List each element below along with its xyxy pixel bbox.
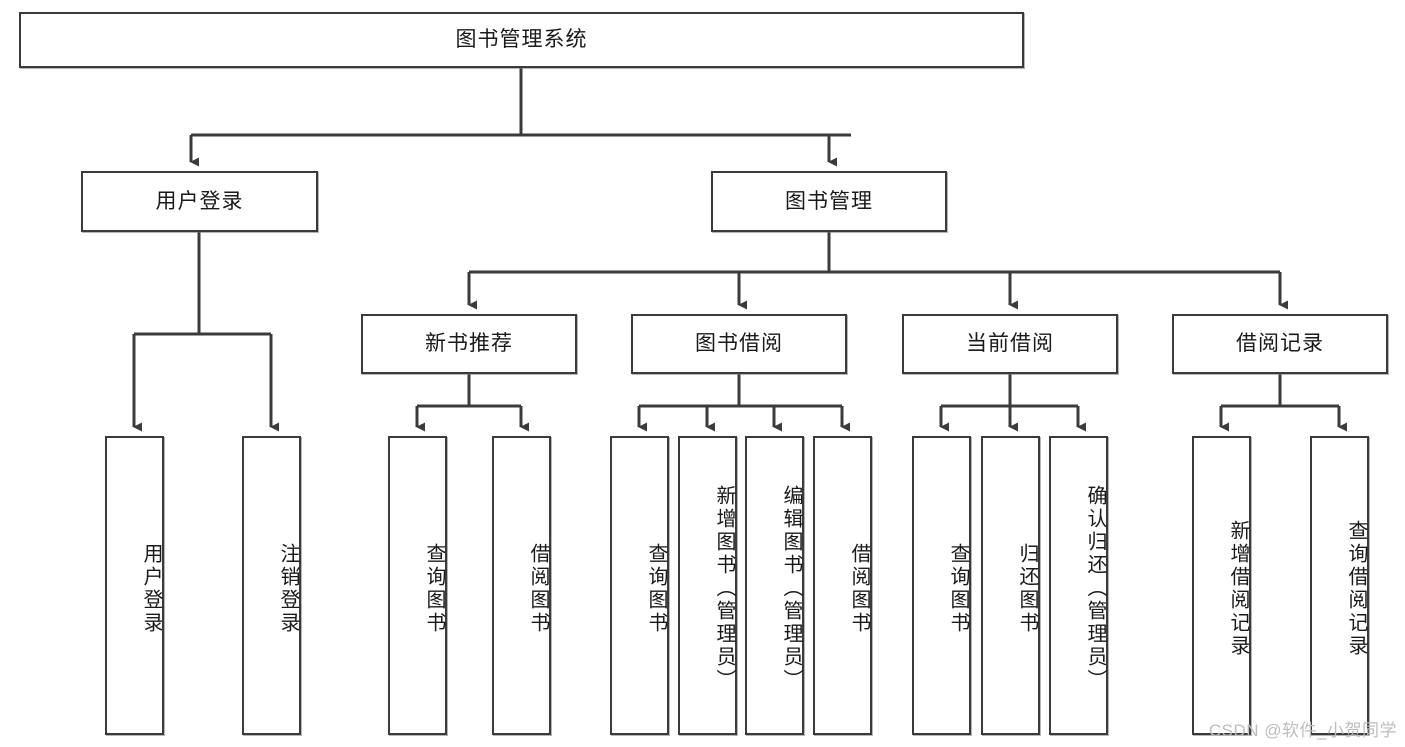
node-label: 编辑图书（管理员）	[780, 485, 802, 692]
node-current-borrow[interactable]: 当前借阅	[902, 314, 1118, 374]
node-label: 查询图书	[947, 542, 969, 635]
node-label: 查询图书	[423, 542, 445, 635]
node-label: 图书管理系统	[455, 28, 588, 52]
node-user-login[interactable]: 用户登录	[81, 171, 318, 232]
node-book-borrow[interactable]: 图书借阅	[631, 314, 847, 374]
leaf-user-login-login[interactable]: 用户登录	[105, 436, 164, 735]
leaf-new-book-query-book[interactable]: 查询图书	[388, 436, 447, 735]
leaf-borrow-record-query-record[interactable]: 查询借阅记录	[1310, 436, 1369, 735]
node-label: 用户登录	[155, 189, 244, 213]
watermark-text: CSDN @软件_小贺同学	[1208, 721, 1397, 740]
leaf-new-book-borrow-book[interactable]: 借阅图书	[492, 436, 551, 735]
node-label: 新增借阅记录	[1227, 519, 1249, 658]
leaf-book-borrow-edit-book-admin[interactable]: 编辑图书（管理员）	[745, 436, 804, 735]
node-label: 归还图书	[1016, 542, 1038, 635]
node-book-management[interactable]: 图书管理	[711, 171, 947, 232]
node-label: 图书借阅	[695, 332, 783, 356]
node-new-book-recommend[interactable]: 新书推荐	[361, 314, 577, 374]
node-label: 借阅记录	[1236, 332, 1324, 356]
node-label: 当前借阅	[966, 332, 1054, 356]
node-borrow-record[interactable]: 借阅记录	[1172, 314, 1388, 374]
node-label: 新书推荐	[425, 332, 513, 356]
node-root-book-management-system[interactable]: 图书管理系统	[19, 12, 1024, 68]
leaf-current-borrow-confirm-return-admin[interactable]: 确认归还（管理员）	[1049, 436, 1108, 735]
node-label: 图书管理	[785, 189, 873, 213]
leaf-book-borrow-borrow-book[interactable]: 借阅图书	[813, 436, 872, 735]
node-label: 用户登录	[140, 542, 162, 635]
node-label: 新增图书（管理员）	[713, 485, 735, 692]
leaf-book-borrow-query-book[interactable]: 查询图书	[610, 436, 669, 735]
node-label: 注销登录	[277, 542, 299, 635]
node-label: 确认归还（管理员）	[1084, 485, 1106, 692]
node-label: 借阅图书	[527, 542, 549, 635]
leaf-current-borrow-return-book[interactable]: 归还图书	[981, 436, 1040, 735]
node-label: 查询借阅记录	[1345, 519, 1367, 658]
leaf-borrow-record-add-record[interactable]: 新增借阅记录	[1192, 436, 1251, 735]
leaf-user-login-logout[interactable]: 注销登录	[242, 436, 301, 735]
node-label: 借阅图书	[848, 542, 870, 635]
node-label: 查询图书	[645, 542, 667, 635]
leaf-current-borrow-query-book[interactable]: 查询图书	[912, 436, 971, 735]
leaf-book-borrow-add-book-admin[interactable]: 新增图书（管理员）	[678, 436, 737, 735]
